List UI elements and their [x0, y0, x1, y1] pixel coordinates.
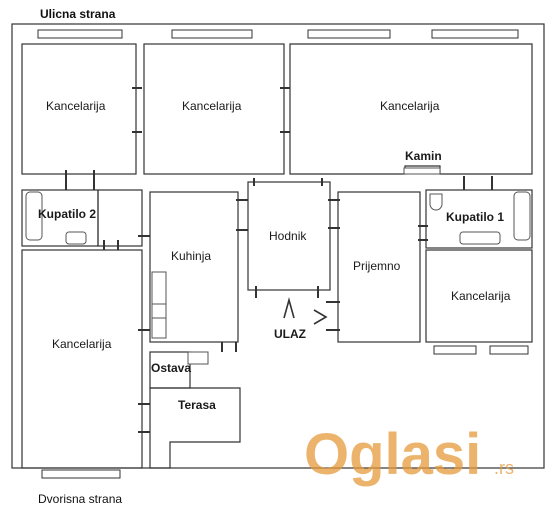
room-reception	[337, 191, 421, 343]
oglasi-watermark-logo: Oglasi .rs	[304, 422, 514, 487]
stove	[151, 303, 167, 319]
label-reception: Prijemno	[353, 259, 401, 273]
label-entrance: ULAZ	[274, 327, 306, 341]
watermark-tld: .rs	[494, 458, 514, 478]
bathtub-2	[25, 191, 43, 241]
room-office-1	[21, 43, 137, 175]
sink-2	[65, 231, 87, 245]
room-terrace	[149, 387, 241, 469]
label-fireplace: Kamin	[405, 149, 442, 163]
label-office-5: Kancelarija	[52, 337, 112, 351]
room-office-5	[21, 249, 143, 469]
room-bathroom-1	[425, 189, 533, 249]
room-office-3	[289, 43, 533, 175]
label-office-2: Kancelarija	[182, 99, 242, 113]
sink-1	[459, 231, 501, 245]
pantry-stove	[187, 351, 209, 365]
toilet-1	[429, 193, 443, 211]
room-kitchen	[149, 191, 239, 343]
label-bathroom-2: Kupatilo 2	[38, 207, 97, 221]
label-pantry: Ostava	[151, 361, 192, 375]
room-bath-annex	[97, 189, 143, 247]
fireplace-hearth	[403, 167, 441, 175]
label-office-4: Kancelarija	[451, 289, 511, 303]
yard-side-label: Dvorisna strana	[38, 492, 123, 506]
entrance-arrow-right	[313, 309, 328, 325]
label-kitchen: Kuhinja	[171, 249, 212, 263]
street-side-label: Ulicna strana	[40, 7, 116, 21]
watermark-brand: Oglasi	[304, 422, 481, 487]
label-terrace: Terasa	[178, 398, 216, 412]
room-office-2	[143, 43, 285, 175]
label-office-3: Kancelarija	[380, 99, 440, 113]
bathtub-1	[513, 191, 531, 241]
outer-wall	[11, 23, 545, 469]
room-hallway	[247, 181, 331, 291]
room-office-4	[425, 249, 533, 343]
label-bathroom-1: Kupatilo 1	[446, 210, 505, 224]
label-office-1: Kancelarija	[46, 99, 106, 113]
label-hallway: Hodnik	[269, 229, 307, 243]
entrance-arrow-up	[283, 297, 295, 319]
